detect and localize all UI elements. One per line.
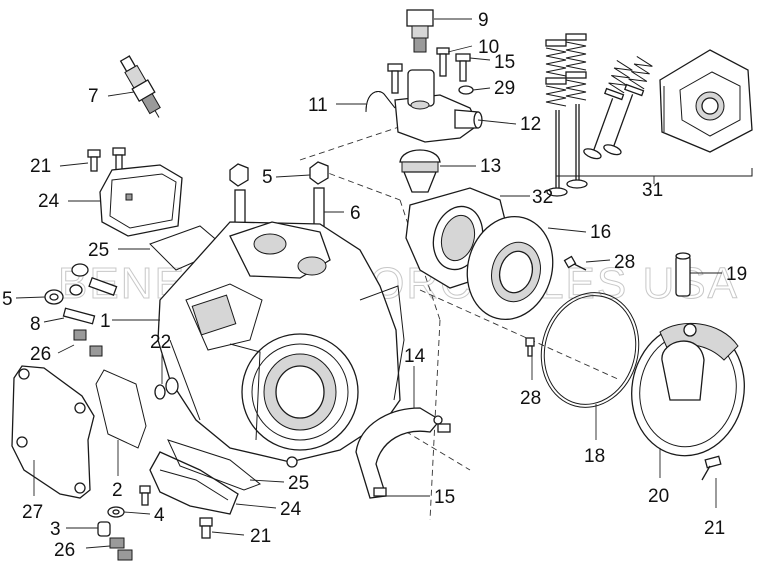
part-9-temperature-sensor [406, 9, 434, 53]
part-21-bolts-top-left [87, 147, 126, 172]
callout-25b: 25 [288, 473, 309, 494]
part-31-valve-train-assembly [545, 33, 753, 197]
callout-24: 24 [38, 191, 60, 212]
part-12-thermostat-housing [394, 69, 483, 143]
part-7-spark-plug [119, 55, 161, 118]
callout-14: 14 [404, 346, 426, 367]
callout-16: 16 [590, 222, 611, 243]
part-29-washer [458, 85, 474, 95]
part-14-bracket [355, 407, 443, 499]
callout-29: 29 [494, 78, 515, 99]
part-5-washer-left [44, 289, 64, 305]
part-26-plug-upper [73, 329, 103, 357]
part-27-cover-plate [11, 365, 95, 499]
callout-5b: 5 [2, 289, 13, 310]
part-18-o-ring [540, 292, 640, 408]
part-4-washer [107, 506, 125, 518]
callout-15: 15 [494, 52, 515, 73]
callout-3: 3 [50, 519, 61, 540]
part-24-cover-bottom [149, 451, 239, 515]
callout-32: 32 [532, 187, 553, 208]
callout-27: 27 [22, 502, 43, 523]
callout-labels: 9 10 15 29 7 11 12 21 5 13 24 6 32 31 16… [2, 10, 747, 561]
callout-19: 19 [726, 264, 747, 285]
part-11-breather-tube [365, 90, 396, 113]
callout-25: 25 [88, 240, 109, 261]
leader-lines [15, 18, 722, 549]
callout-1: 1 [100, 311, 111, 332]
callout-4: 4 [154, 505, 165, 526]
part-15-bolt-top [455, 53, 471, 82]
part-20-side-cover [631, 322, 745, 457]
callout-10: 10 [478, 37, 499, 58]
part-26-plug-lower [109, 537, 133, 561]
callout-18: 18 [584, 446, 605, 467]
callout-20: 20 [648, 486, 669, 507]
callout-21: 21 [30, 156, 51, 177]
callout-7: 7 [88, 86, 99, 107]
callout-5: 5 [262, 167, 273, 188]
callout-26: 26 [30, 344, 51, 365]
part-10-bolt [436, 47, 450, 77]
callout-6: 6 [350, 203, 361, 224]
part-21-bolt-bottom [199, 517, 213, 539]
part-15-bolt-bottom [373, 423, 451, 497]
part-bolt-left-upper [69, 263, 118, 296]
part-24-valve-cover-top [99, 164, 183, 237]
callout-24b: 24 [280, 499, 302, 520]
callout-28b: 28 [520, 388, 541, 409]
callout-31: 31 [642, 180, 663, 201]
part-22-o-ring [154, 377, 179, 400]
callout-21c: 21 [704, 518, 725, 539]
callout-13: 13 [480, 156, 501, 177]
callout-11: 11 [308, 95, 328, 116]
part-3-bolt [97, 521, 111, 537]
part-5-nut-right [309, 161, 329, 185]
callout-28: 28 [614, 252, 635, 273]
part-13-thermostat [399, 149, 441, 193]
part-19-dowel-pin [675, 252, 691, 297]
callout-26b: 26 [54, 540, 75, 561]
part-5-nut-left [229, 163, 249, 187]
part-28-bolt-bottom [525, 337, 535, 357]
part-1-cylinder-head [157, 221, 405, 468]
part-bolt-bottom-left [139, 485, 151, 506]
part-28-bolt-top [563, 255, 587, 271]
part-21-bolt-right [701, 455, 722, 481]
callout-12: 12 [520, 114, 541, 135]
part-16-plate [466, 215, 554, 321]
callout-22: 22 [150, 332, 171, 353]
callout-21b: 21 [250, 526, 271, 547]
callout-9: 9 [478, 10, 489, 31]
part-bolt-left-thermostat [387, 63, 403, 94]
part-8-stud [62, 307, 96, 325]
callout-8: 8 [30, 314, 41, 335]
part-25-gasket-bottom [167, 439, 261, 491]
callout-15b: 15 [434, 487, 455, 508]
callout-2: 2 [112, 480, 123, 501]
part-2-gasket [95, 369, 147, 449]
